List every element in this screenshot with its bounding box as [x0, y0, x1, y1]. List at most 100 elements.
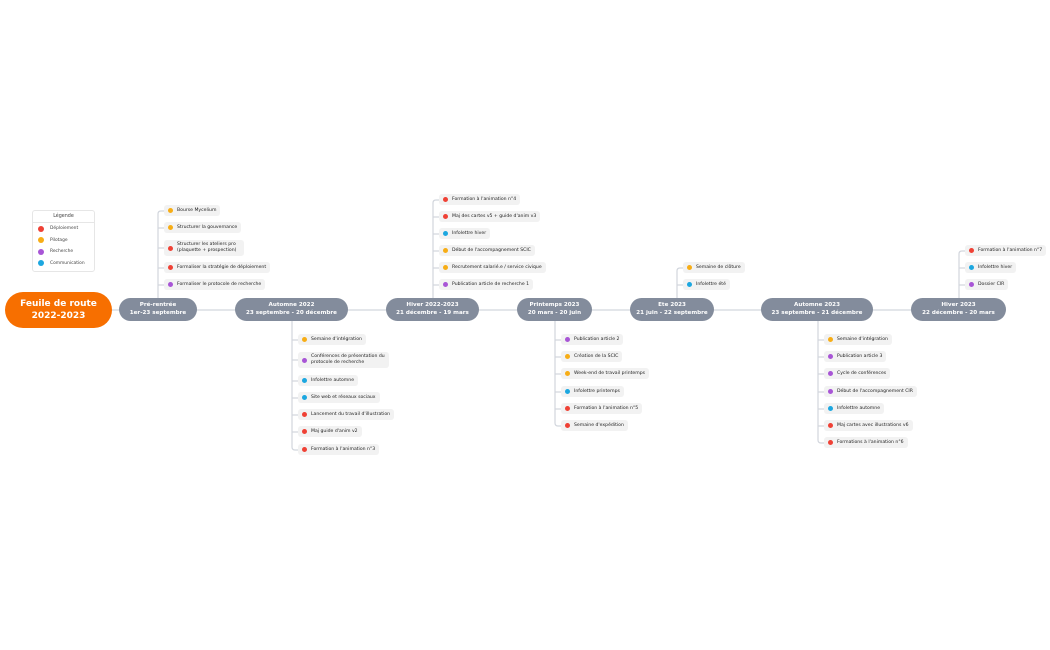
phase-dates: 1er-23 septembre [129, 309, 187, 316]
legend-label: Pilotage [50, 237, 68, 243]
deploiement-dot-icon [828, 423, 833, 428]
task-item[interactable]: Infolettre automne [298, 375, 359, 386]
task-item[interactable]: Formaliser le protocole de recherche [164, 279, 266, 290]
phase-dates: 23 septembre - 21 décembre [771, 309, 863, 316]
communication-dot-icon [687, 282, 692, 287]
legend-title: Légende [33, 211, 94, 223]
phase-title: Pré-rentrée [139, 302, 177, 308]
blue-dot-icon [38, 260, 44, 267]
phase-title: Automne 2023 [794, 302, 840, 308]
legend-entry-deploiement: Déploiement [33, 223, 94, 235]
phase-dates: 22 décembre - 20 mars [922, 309, 995, 316]
communication-dot-icon [302, 378, 307, 383]
task-item[interactable]: Conférences de présentation du protocole… [298, 352, 389, 368]
task-item[interactable]: Structurer la gouvernance [164, 222, 242, 233]
phase-node-ete-2023[interactable]: Ete 2023 21 juin - 22 septembre [630, 298, 714, 321]
task-item[interactable]: Infolettre hiver [965, 262, 1017, 273]
pilotage-dot-icon [565, 354, 570, 359]
orange-dot-icon [38, 237, 44, 244]
recherche-dot-icon [828, 389, 833, 394]
recherche-dot-icon [443, 282, 448, 287]
phase-node-automne-2023[interactable]: Automne 2023 23 septembre - 21 décembre [761, 298, 873, 321]
recherche-dot-icon [828, 371, 833, 376]
task-item[interactable]: Infolettre hiver [439, 228, 491, 239]
phase-title: Hiver 2023 [941, 302, 976, 308]
deploiement-dot-icon [828, 440, 833, 445]
task-item[interactable]: Formation à l'animation n°7 [965, 245, 1047, 256]
communication-dot-icon [828, 406, 833, 411]
root-subtitle: 2022-2023 [31, 311, 86, 321]
phase-dates: 21 juin - 22 septembre [636, 309, 708, 316]
legend-label: Recherche [50, 249, 74, 255]
legend-label: Déploiement [50, 226, 79, 232]
recherche-dot-icon [969, 282, 974, 287]
pilotage-dot-icon [565, 371, 570, 376]
root-node[interactable]: Feuile de route 2022-2023 [5, 292, 112, 328]
task-item[interactable]: Infolettre printemps [561, 386, 624, 397]
task-item[interactable]: Maj cartes avec illustrations v6 [824, 420, 913, 431]
task-item[interactable]: Semaine d'expédition [561, 420, 628, 431]
deploiement-dot-icon [443, 197, 448, 202]
recherche-dot-icon [168, 282, 173, 287]
recherche-dot-icon [302, 357, 307, 363]
phase-node-hiver-2023[interactable]: Hiver 2023 22 décembre - 20 mars [911, 298, 1006, 321]
task-item[interactable]: Semaine de clôture [683, 262, 745, 273]
task-item[interactable]: Début de l'accompagnement CIR [824, 386, 917, 397]
legend: Légende Déploiement Pilotage Recherche C… [32, 210, 95, 272]
task-item[interactable]: Formation à l'animation n°3 [298, 444, 380, 455]
phase-dates: 21 décembre - 19 mars [396, 309, 469, 316]
phase-node-automne-2022[interactable]: Automne 2022 23 septembre - 20 décembre [235, 298, 348, 321]
phase-title: Automne 2022 [268, 302, 315, 308]
task-item[interactable]: Semaine d'intégration [824, 334, 892, 345]
task-item[interactable]: Publication article 3 [824, 351, 887, 362]
phase-node-hiver-2022-2023[interactable]: Hiver 2022-2023 21 décembre - 19 mars [386, 298, 479, 321]
task-item[interactable]: Maj guide d'anim v2 [298, 426, 362, 437]
purple-dot-icon [38, 248, 44, 255]
task-item[interactable]: Infolettre été [683, 279, 730, 290]
pilotage-dot-icon [168, 225, 173, 230]
task-item[interactable]: Création de la SCIC [561, 351, 623, 362]
deploiement-dot-icon [302, 412, 307, 417]
task-item[interactable]: Formations à l'animation n°6 [824, 437, 908, 448]
deploiement-dot-icon [302, 447, 307, 452]
task-item[interactable]: Week-end de travail printemps [561, 368, 650, 379]
task-item[interactable]: Début de l'accompagnement SCIC [439, 245, 535, 256]
task-item[interactable]: Site web et réseaux sociaux [298, 392, 380, 403]
phase-title: Ete 2023 [658, 302, 686, 308]
task-item[interactable]: Formation à l'animation n°4 [439, 194, 521, 205]
task-item[interactable]: Formation à l'animation n°5 [561, 403, 643, 414]
phase-node-printemps-2023[interactable]: Printemps 2023 20 mars - 20 juin [517, 298, 592, 321]
task-item[interactable]: Structurer les ateliers pro (plaquette +… [164, 240, 244, 256]
deploiement-dot-icon [302, 429, 307, 434]
recherche-dot-icon [828, 354, 833, 359]
root-title: Feuile de route [20, 299, 97, 309]
deploiement-dot-icon [969, 248, 974, 253]
task-item[interactable]: Cycle de conférences [824, 368, 891, 379]
pilotage-dot-icon [443, 248, 448, 253]
communication-dot-icon [969, 265, 974, 270]
phase-node-pre-rentree[interactable]: Pré-rentrée 1er-23 septembre [119, 298, 197, 321]
phase-dates: 20 mars - 20 juin [527, 309, 582, 316]
task-item[interactable]: Publication article de recherche 1 [439, 279, 534, 290]
legend-entry-pilotage: Pilotage [33, 235, 94, 247]
phase-dates: 23 septembre - 20 décembre [246, 309, 337, 316]
task-item[interactable]: Formaliser la stratégie de déploiement [164, 262, 271, 273]
task-item[interactable]: Infolettre automne [824, 403, 885, 414]
task-item[interactable]: Lancement du travail d'illustration [298, 409, 395, 420]
legend-entry-communication: Communication [33, 258, 94, 270]
legend-label: Communication [50, 260, 85, 266]
task-item[interactable]: Maj des cartes v5 + guide d'anim v3 [439, 211, 541, 222]
deploiement-dot-icon [168, 245, 173, 251]
task-item[interactable]: Semaine d'intégration [298, 334, 366, 345]
deploiement-dot-icon [565, 406, 570, 411]
deploiement-dot-icon [565, 423, 570, 428]
recherche-dot-icon [565, 337, 570, 342]
pilotage-dot-icon [168, 208, 173, 213]
task-item[interactable]: Dossier CIR [965, 279, 1009, 290]
task-item[interactable]: Recrutement salarié.e / service civique [439, 262, 546, 273]
task-item[interactable]: Publication article 2 [561, 334, 624, 345]
task-item[interactable]: Bourse Mycelium [164, 205, 221, 216]
red-dot-icon [38, 225, 44, 232]
